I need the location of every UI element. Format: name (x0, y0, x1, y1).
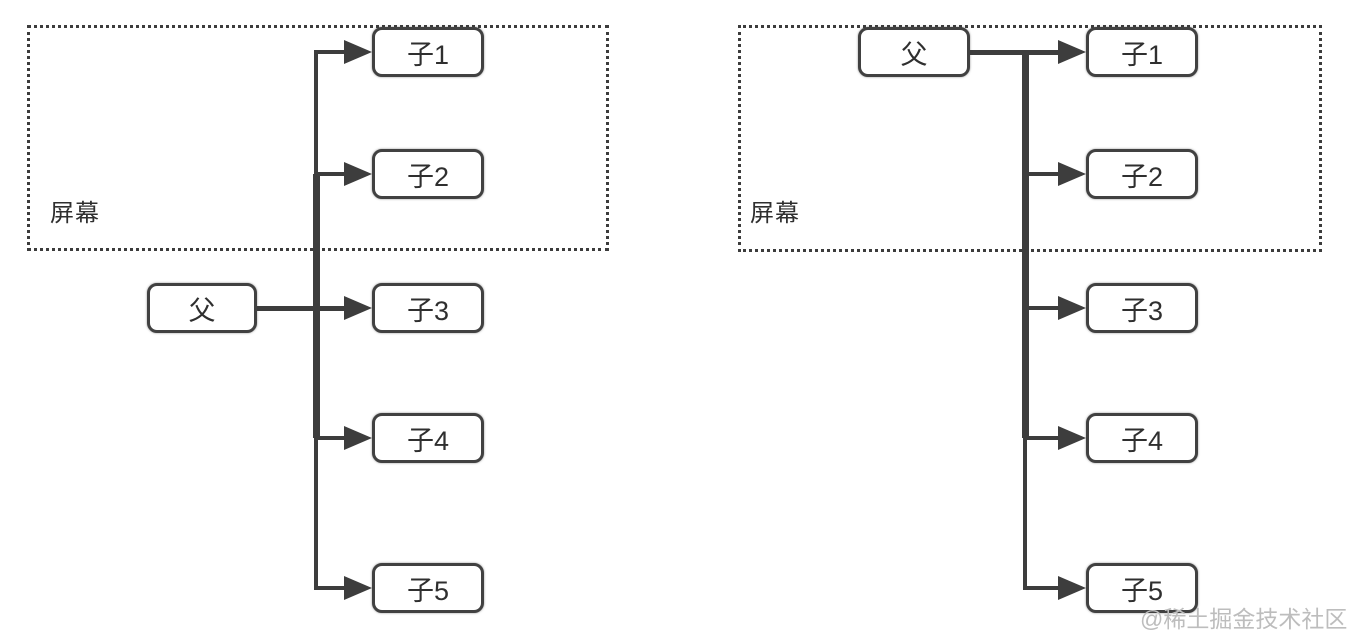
branch-line-right-child5 (1023, 586, 1058, 590)
child-node-label: 子3 (406, 295, 450, 326)
arrowhead-icon-left-child1 (344, 40, 372, 64)
child-node-label: 子1 (406, 39, 450, 70)
watermark: @稀土掘金技术社区 (1140, 606, 1348, 632)
child-node-label: 子5 (406, 575, 450, 606)
child-node-left-3: 子3 (372, 283, 484, 333)
child-node-left-1: 子1 (372, 27, 484, 77)
branch-line-right-child2 (1023, 172, 1058, 176)
arrowhead-icon-right-child3 (1058, 296, 1086, 320)
parent-edge-line-right (970, 50, 1058, 55)
child-node-right-4: 子4 (1086, 413, 1198, 463)
arrowhead-icon-right-child5 (1058, 576, 1086, 600)
trunk-line-left-upper (314, 50, 318, 174)
parent-node-left: 父 (147, 283, 257, 333)
child-node-right-1: 子1 (1086, 27, 1198, 77)
child-node-right-5: 子5 (1086, 563, 1198, 613)
trunk-line-right-upper (1022, 50, 1029, 438)
arrowhead-icon-left-child3 (344, 296, 372, 320)
child-node-label: 子4 (406, 425, 450, 456)
arrowhead-icon-right-child4 (1058, 426, 1086, 450)
child-node-label: 子2 (1120, 161, 1164, 192)
branch-line-left-child2 (314, 172, 346, 176)
arrowhead-icon-left-child5 (344, 576, 372, 600)
trunk-line-left-lower (314, 438, 318, 590)
child-node-right-2: 子2 (1086, 149, 1198, 199)
child-node-left-5: 子5 (372, 563, 484, 613)
arrowhead-icon-left-child4 (344, 426, 372, 450)
child-node-label: 子1 (1120, 39, 1164, 70)
screen-label-right: 屏幕 (750, 200, 800, 227)
parent-node-label-right: 父 (900, 39, 928, 70)
child-node-left-4: 子4 (372, 413, 484, 463)
parent-node-label-left: 父 (188, 295, 216, 326)
child-node-label: 子5 (1120, 575, 1164, 606)
child-node-label: 子4 (1120, 425, 1164, 456)
branch-line-left-child1 (314, 50, 346, 54)
branch-line-right-child3 (1023, 306, 1058, 310)
child-node-label: 子2 (406, 161, 450, 192)
parent-node-right: 父 (858, 27, 970, 77)
parent-edge-line-left (257, 306, 346, 311)
branch-line-right-child4 (1023, 436, 1058, 440)
arrowhead-icon-right-child2 (1058, 162, 1086, 186)
screen-frame-right (738, 25, 1322, 252)
arrowhead-icon-left-child2 (344, 162, 372, 186)
arrowhead-icon-right-child1 (1058, 40, 1086, 64)
screen-label-left: 屏幕 (50, 200, 100, 227)
branch-line-left-child4 (314, 436, 346, 440)
child-node-right-3: 子3 (1086, 283, 1198, 333)
child-node-left-2: 子2 (372, 149, 484, 199)
child-node-label: 子3 (1120, 295, 1164, 326)
trunk-line-right-lower (1023, 438, 1027, 590)
branch-line-left-child5 (314, 586, 346, 590)
